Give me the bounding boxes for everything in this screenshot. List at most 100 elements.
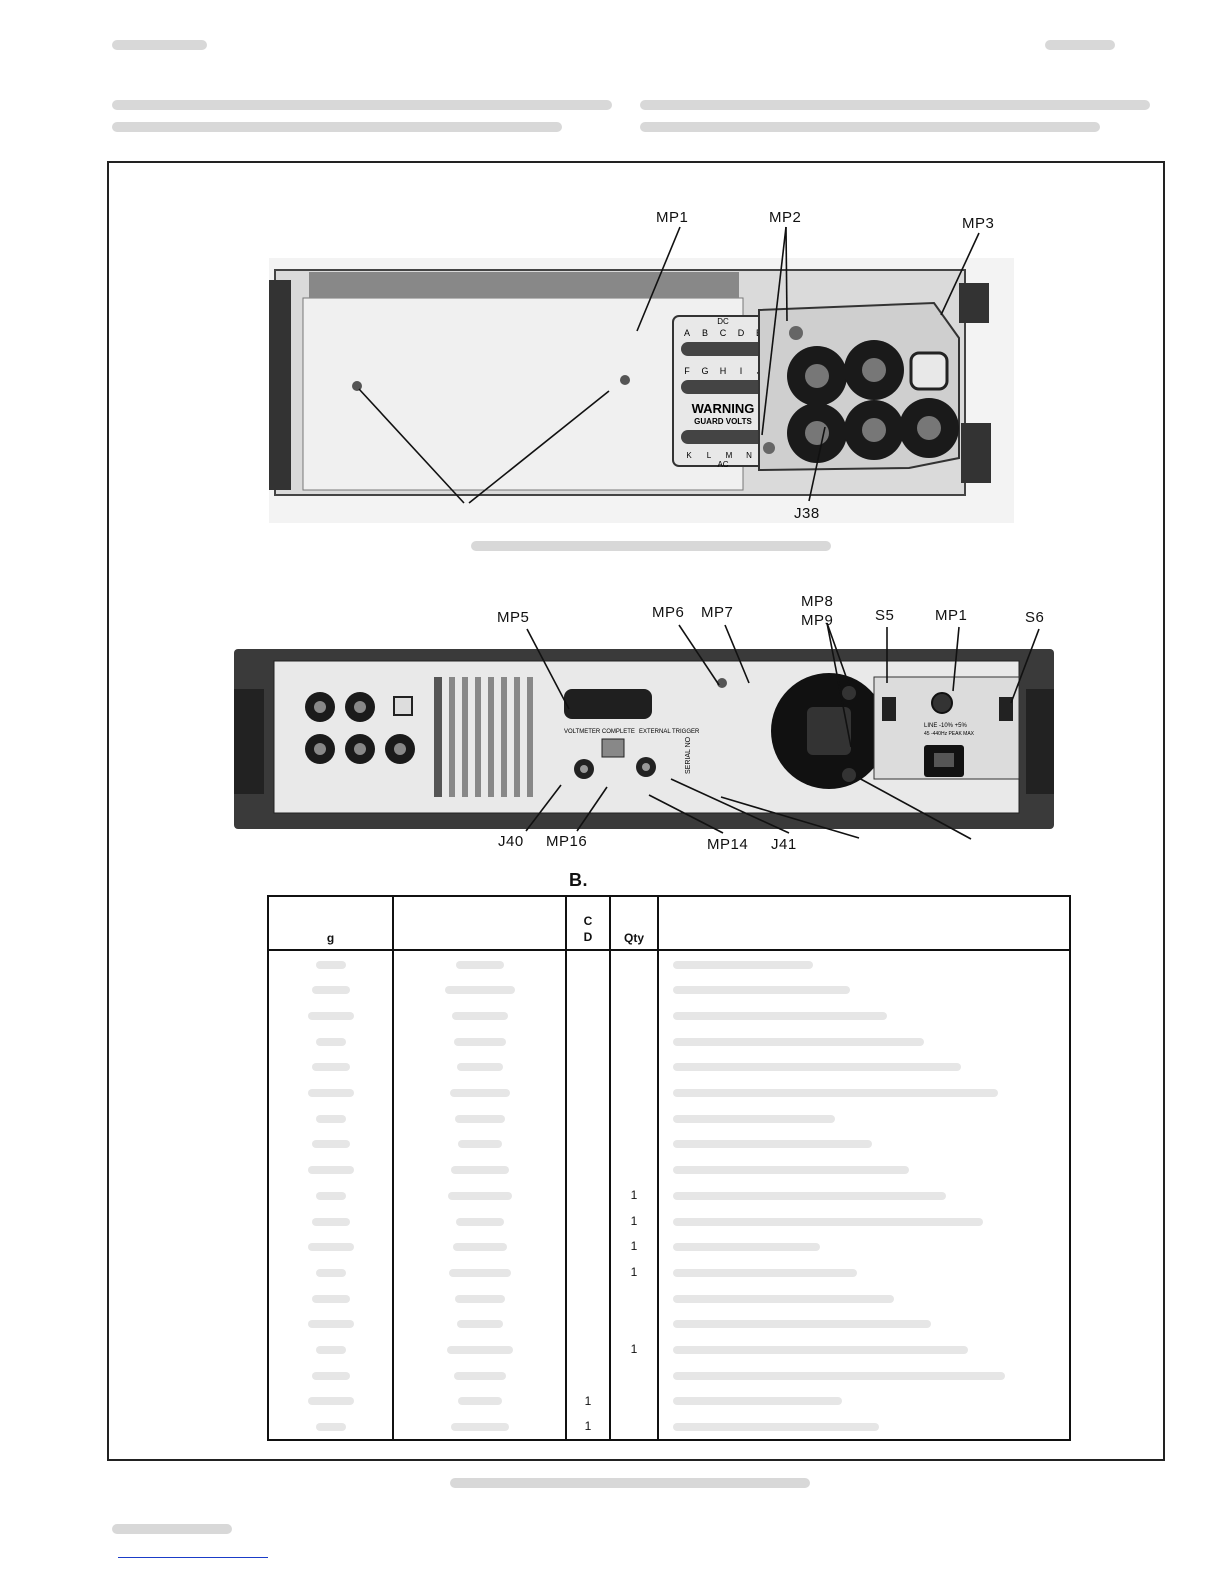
cd-cell: [565, 1310, 611, 1337]
svg-text:F: F: [684, 366, 690, 376]
qty-cell: [609, 1413, 659, 1442]
cd-cell: [565, 1053, 611, 1080]
callout-mp6: MP6: [652, 604, 685, 621]
cd-cell: [565, 1182, 611, 1208]
description-cell: [657, 1310, 1071, 1337]
callout-mp7: MP7: [701, 604, 734, 621]
svg-text:D: D: [738, 328, 745, 338]
svg-text:N: N: [746, 451, 752, 460]
table-row: 1: [267, 1233, 1071, 1260]
callout-mp2-a: MP2: [769, 209, 802, 226]
col-header-part-no: [392, 895, 567, 951]
svg-text:L: L: [707, 451, 712, 460]
qty-cell: [609, 976, 659, 1003]
cd-cell: [565, 1156, 611, 1183]
panel-dc-label: DC: [717, 317, 729, 326]
callout-mp8: MP8: [801, 593, 834, 610]
cd-cell: [565, 1284, 611, 1311]
intro-text-blur: [112, 100, 612, 110]
part-no-cell: [392, 1105, 567, 1131]
callout-j38-a: J38: [794, 505, 820, 522]
panel-row3-letters: K L M N: [686, 451, 752, 460]
cd-cell: [565, 1105, 611, 1131]
ref-cell: [267, 1028, 394, 1054]
callout-mp14: MP14: [707, 836, 749, 853]
table-row: [267, 1105, 1071, 1131]
cd-cell: [565, 1002, 611, 1029]
qty-cell: 1: [609, 1336, 659, 1362]
svg-text:B: B: [702, 328, 708, 338]
figure-a-caption-blur: [471, 541, 831, 551]
part-no-cell: [392, 1413, 567, 1442]
vent-grille: [434, 677, 533, 797]
qty-cell: [609, 1156, 659, 1183]
qty-cell: [609, 1079, 659, 1106]
table-row: [267, 1362, 1071, 1388]
figure-frame: DC A B C D E F G H I J WARNING GUARD VOL…: [107, 161, 1165, 1461]
intro-text-blur: [640, 100, 1150, 110]
panel-ac-label: AC: [717, 460, 728, 469]
external-trigger-text: EXTERNAL TRIGGER: [639, 729, 700, 735]
table-row: 1: [267, 1387, 1071, 1414]
ref-cell: [267, 1233, 394, 1260]
callout-mp16: MP16: [546, 833, 588, 850]
callout-mp9: MP9: [801, 612, 834, 629]
description-cell: [657, 1336, 1071, 1362]
part-no-cell: [392, 1079, 567, 1106]
part-no-cell: [392, 1387, 567, 1414]
ref-cell: [267, 1207, 394, 1234]
description-cell: [657, 976, 1071, 1003]
cd-cell: 1: [565, 1413, 611, 1442]
description-cell: [657, 1053, 1071, 1080]
svg-text:H: H: [720, 366, 727, 376]
description-cell: [657, 950, 1071, 977]
qty-cell: [609, 1310, 659, 1337]
callout-j40: J40: [498, 833, 524, 850]
part-no-cell: [392, 976, 567, 1003]
ref-cell: [267, 976, 394, 1003]
ref-cell: [267, 1310, 394, 1337]
description-cell: [657, 1105, 1071, 1131]
ref-cell: [267, 1156, 394, 1183]
callout-mp5: MP5: [497, 609, 530, 626]
part-no-cell: [392, 1310, 567, 1337]
description-cell: [657, 1207, 1071, 1234]
panel-guard-volts-text: GUARD VOLTS: [694, 417, 752, 426]
ref-cell: [267, 1079, 394, 1106]
table-row: [267, 1053, 1071, 1080]
table-row: [267, 1079, 1071, 1106]
figure-b-photo: VOLTMETER COMPLETE EXTERNAL TRIGGER SERI…: [234, 649, 1054, 829]
voltmeter-complete-text: VOLTMETER COMPLETE: [564, 729, 635, 735]
callout-mp3-a: MP3: [962, 215, 995, 232]
table-row: [267, 1130, 1071, 1157]
ref-cell: [267, 1387, 394, 1414]
description-cell: [657, 1079, 1071, 1106]
qty-cell: [609, 1028, 659, 1054]
qty-cell: 1: [609, 1182, 659, 1208]
svg-text:I: I: [740, 366, 743, 376]
cd-cell: [565, 1028, 611, 1054]
peak-max-text: 45 -440Hz PEAK MAX: [924, 731, 975, 737]
table-row: [267, 1310, 1071, 1337]
ref-cell: [267, 1053, 394, 1080]
ref-cell: [267, 950, 394, 977]
description-cell: [657, 1156, 1071, 1183]
ref-cell: [267, 1182, 394, 1208]
ref-cell: [267, 1130, 394, 1157]
cd-cell: [565, 1079, 611, 1106]
cd-cell: [565, 950, 611, 977]
qty-cell: 1: [609, 1207, 659, 1234]
description-cell: [657, 1387, 1071, 1414]
description-cell: [657, 1002, 1071, 1029]
qty-cell: [609, 1130, 659, 1157]
table-row: 1: [267, 1207, 1071, 1234]
part-no-cell: [392, 1182, 567, 1208]
table-row: [267, 976, 1071, 1003]
header-right-blur: [1045, 40, 1115, 50]
front-binding-posts: [305, 692, 415, 764]
svg-text:M: M: [726, 451, 733, 460]
qty-cell: [609, 1387, 659, 1414]
table-row: [267, 1028, 1071, 1054]
qty-cell: [609, 950, 659, 977]
